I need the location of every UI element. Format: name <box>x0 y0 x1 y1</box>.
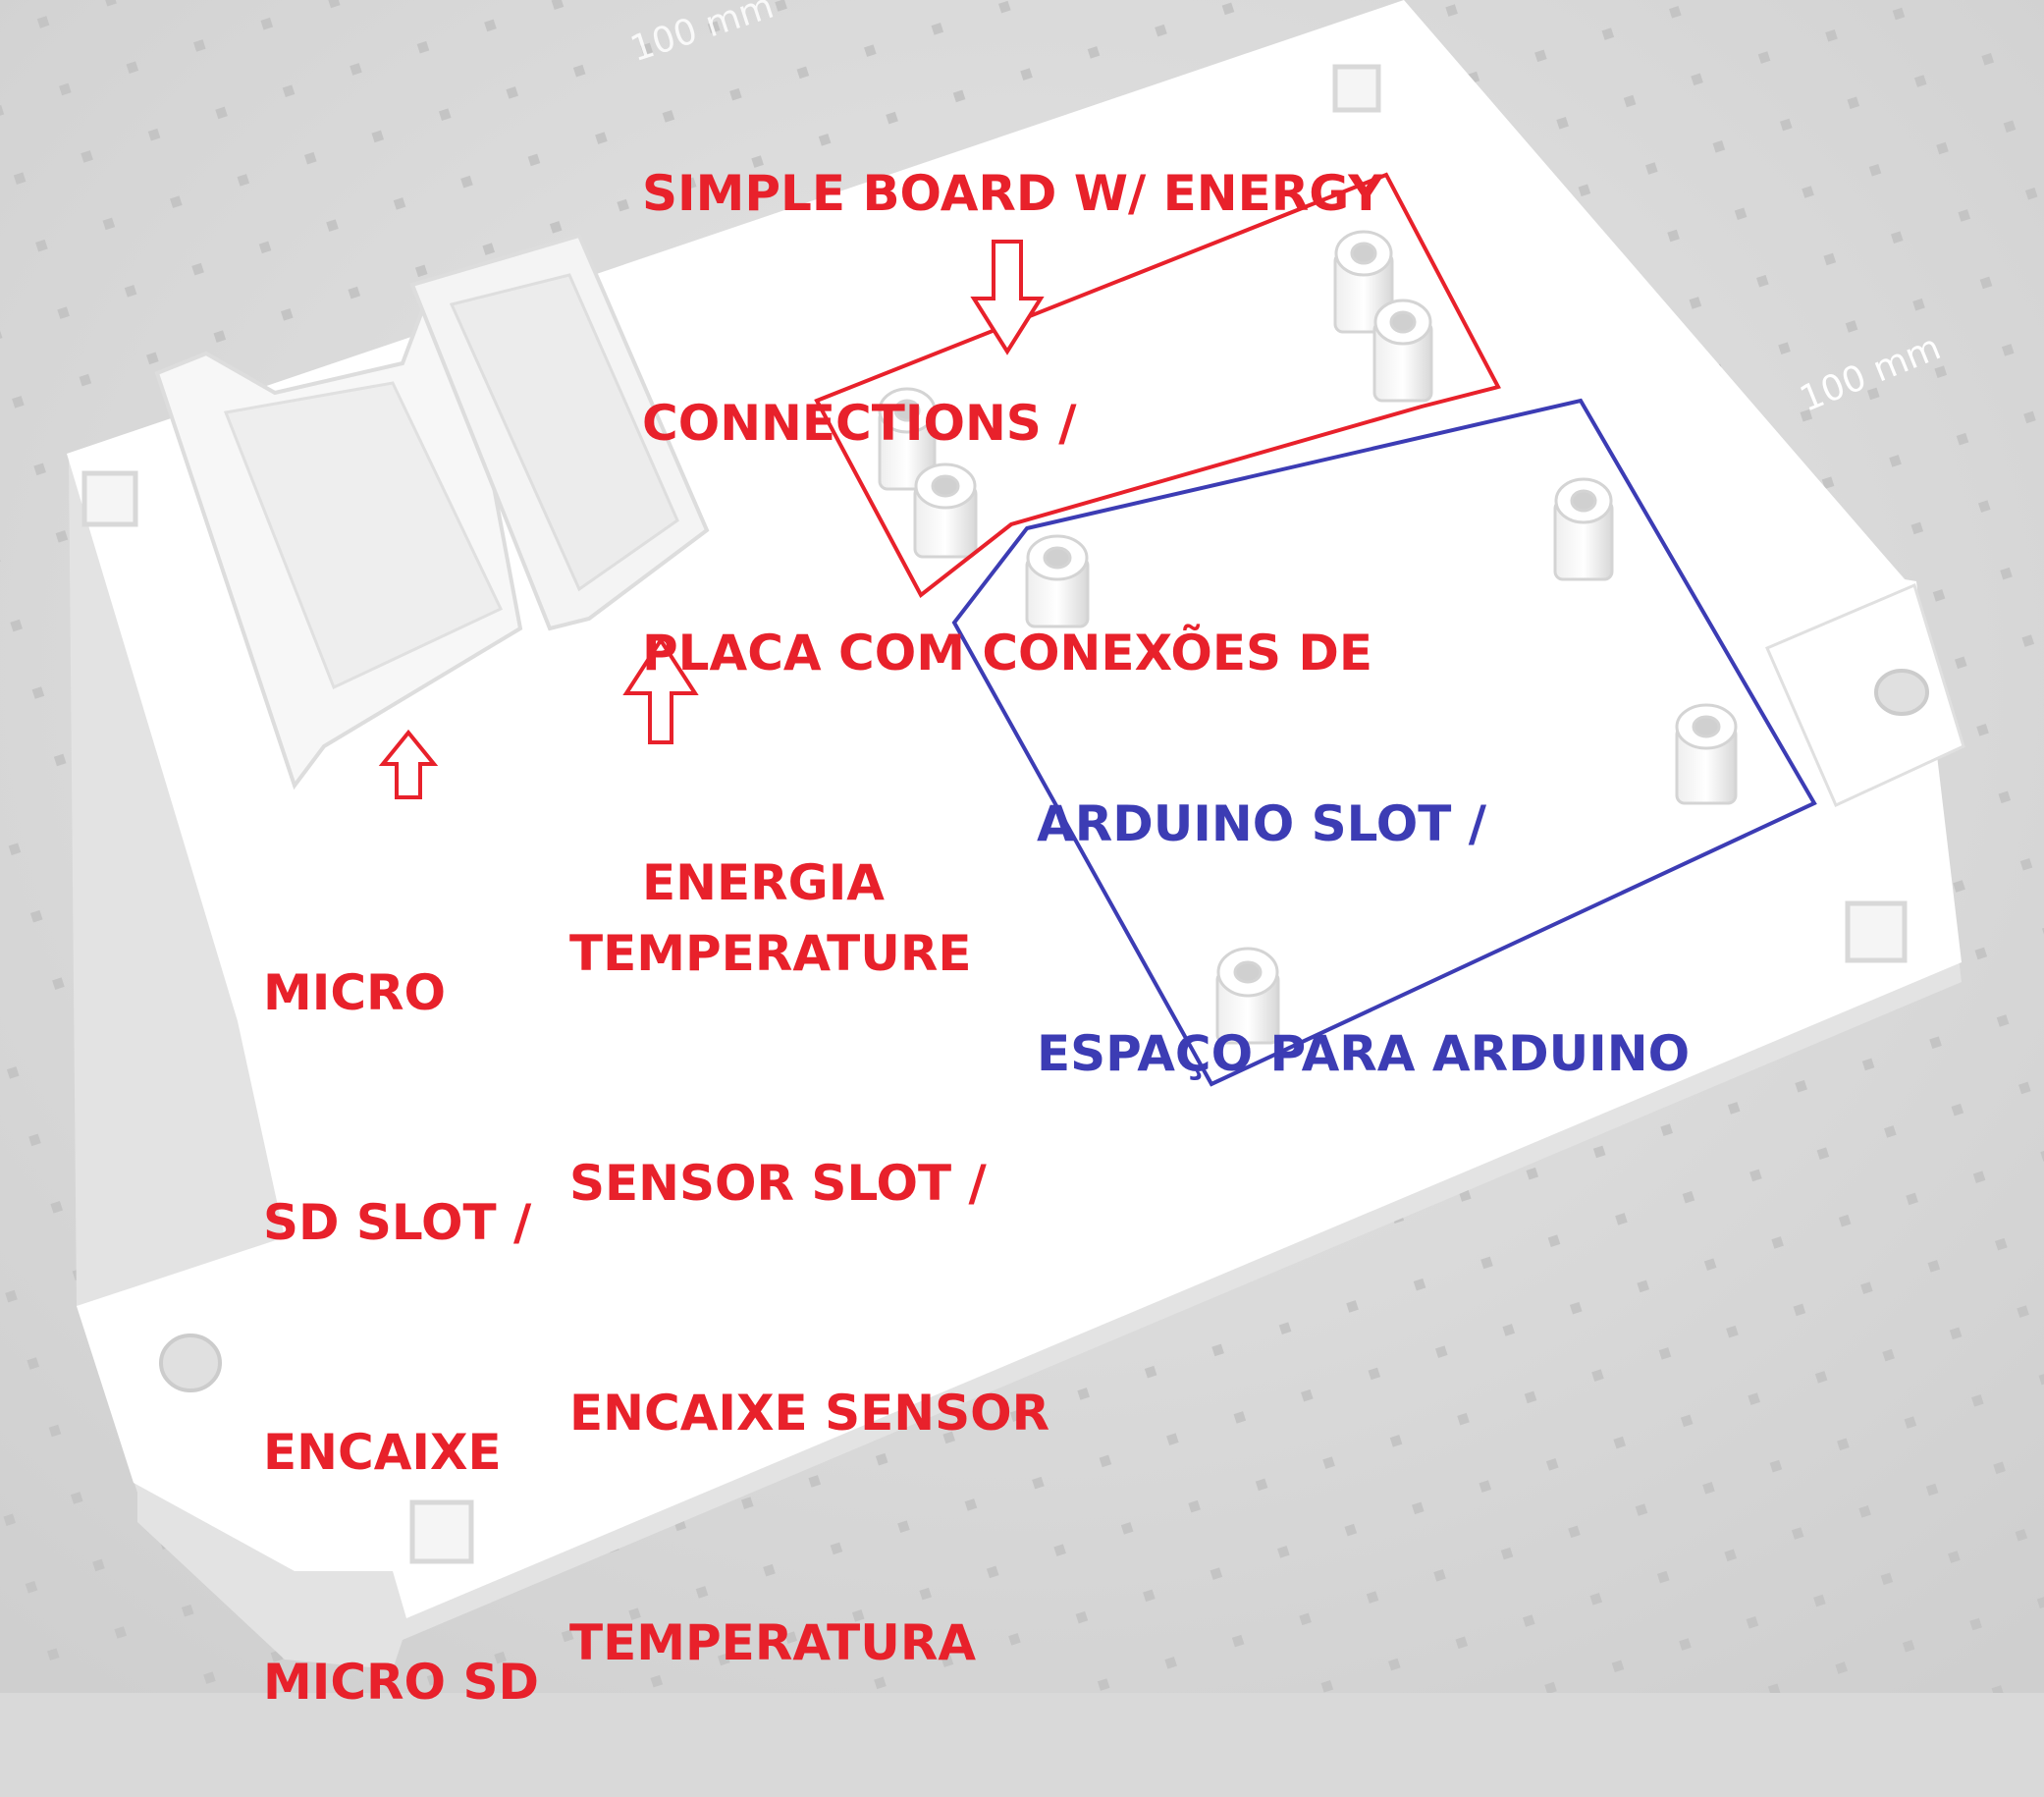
micro-sd-cavity <box>223 381 504 690</box>
right-mounting-hole <box>1874 669 1929 716</box>
micro-sd-slot-label: MICRO SD SLOT / ENCAIXE MICRO SD <box>263 801 539 1797</box>
arduino-slot-label-line: ESPAÇO PARA ARDUINO <box>1037 1025 1691 1082</box>
micro-sd-slot-label-line: MICRO SD <box>263 1654 539 1711</box>
temperature-sensor-slot-label-line: SENSOR SLOT / <box>569 1155 987 1212</box>
power-board-label-line: ENERGIA <box>642 854 885 911</box>
micro-sd-slot-label-line: ENCAIXE <box>263 1424 502 1481</box>
corner-socket-bottom-left <box>409 1499 474 1564</box>
arduino-slot-outline <box>951 398 1817 1087</box>
power-board-label: SIMPLE BOARD W/ ENERGY CONNECTIONS / PLA… <box>642 2 1383 998</box>
power-board-label-line: SIMPLE BOARD W/ ENERGY <box>642 165 1384 222</box>
temperature-sensor-slot-label-line: TEMPERATURE <box>569 925 972 982</box>
micro-sd-slot-label-line: MICRO <box>263 964 447 1021</box>
right-mounting-tab <box>1765 582 1965 808</box>
power-board-down-arrow-icon <box>970 240 1045 355</box>
left-mounting-hole <box>159 1334 222 1392</box>
temperature-sensor-slot-label-line: TEMPERATURA <box>569 1614 977 1671</box>
corner-socket-top-right <box>1332 64 1381 113</box>
arduino-slot-label: ARDUINO SLOT / ESPAÇO PARA ARDUINO <box>1037 632 1690 1169</box>
temperature-sensor-slot-label: TEMPERATURE SENSOR SLOT / ENCAIXE SENSOR… <box>569 762 1049 1758</box>
arduino-slot-label-line: ARDUINO SLOT / <box>1037 795 1487 852</box>
corner-socket-top-left <box>81 470 138 527</box>
temperature-sensor-cavity <box>449 273 679 592</box>
temperature-sensor-slot-label-line: ENCAIXE SENSOR <box>569 1385 1050 1442</box>
arduino-standoffs <box>1025 477 1738 1045</box>
power-board-label-line: PLACA COM CONEXÕES DE <box>642 625 1373 681</box>
power-board-label-line: CONNECTIONS / <box>642 395 1077 452</box>
mounting-plate-3d-render <box>0 0 2044 1693</box>
corner-socket-bottom-right <box>1845 900 1908 963</box>
power-board-outline <box>814 172 1501 599</box>
micro-sd-up-arrow-icon <box>378 729 439 799</box>
micro-sd-slot-label-line: SD SLOT / <box>263 1194 532 1251</box>
power-board-standoffs <box>878 230 1433 559</box>
temperature-sensor-up-arrow-icon <box>622 636 699 744</box>
